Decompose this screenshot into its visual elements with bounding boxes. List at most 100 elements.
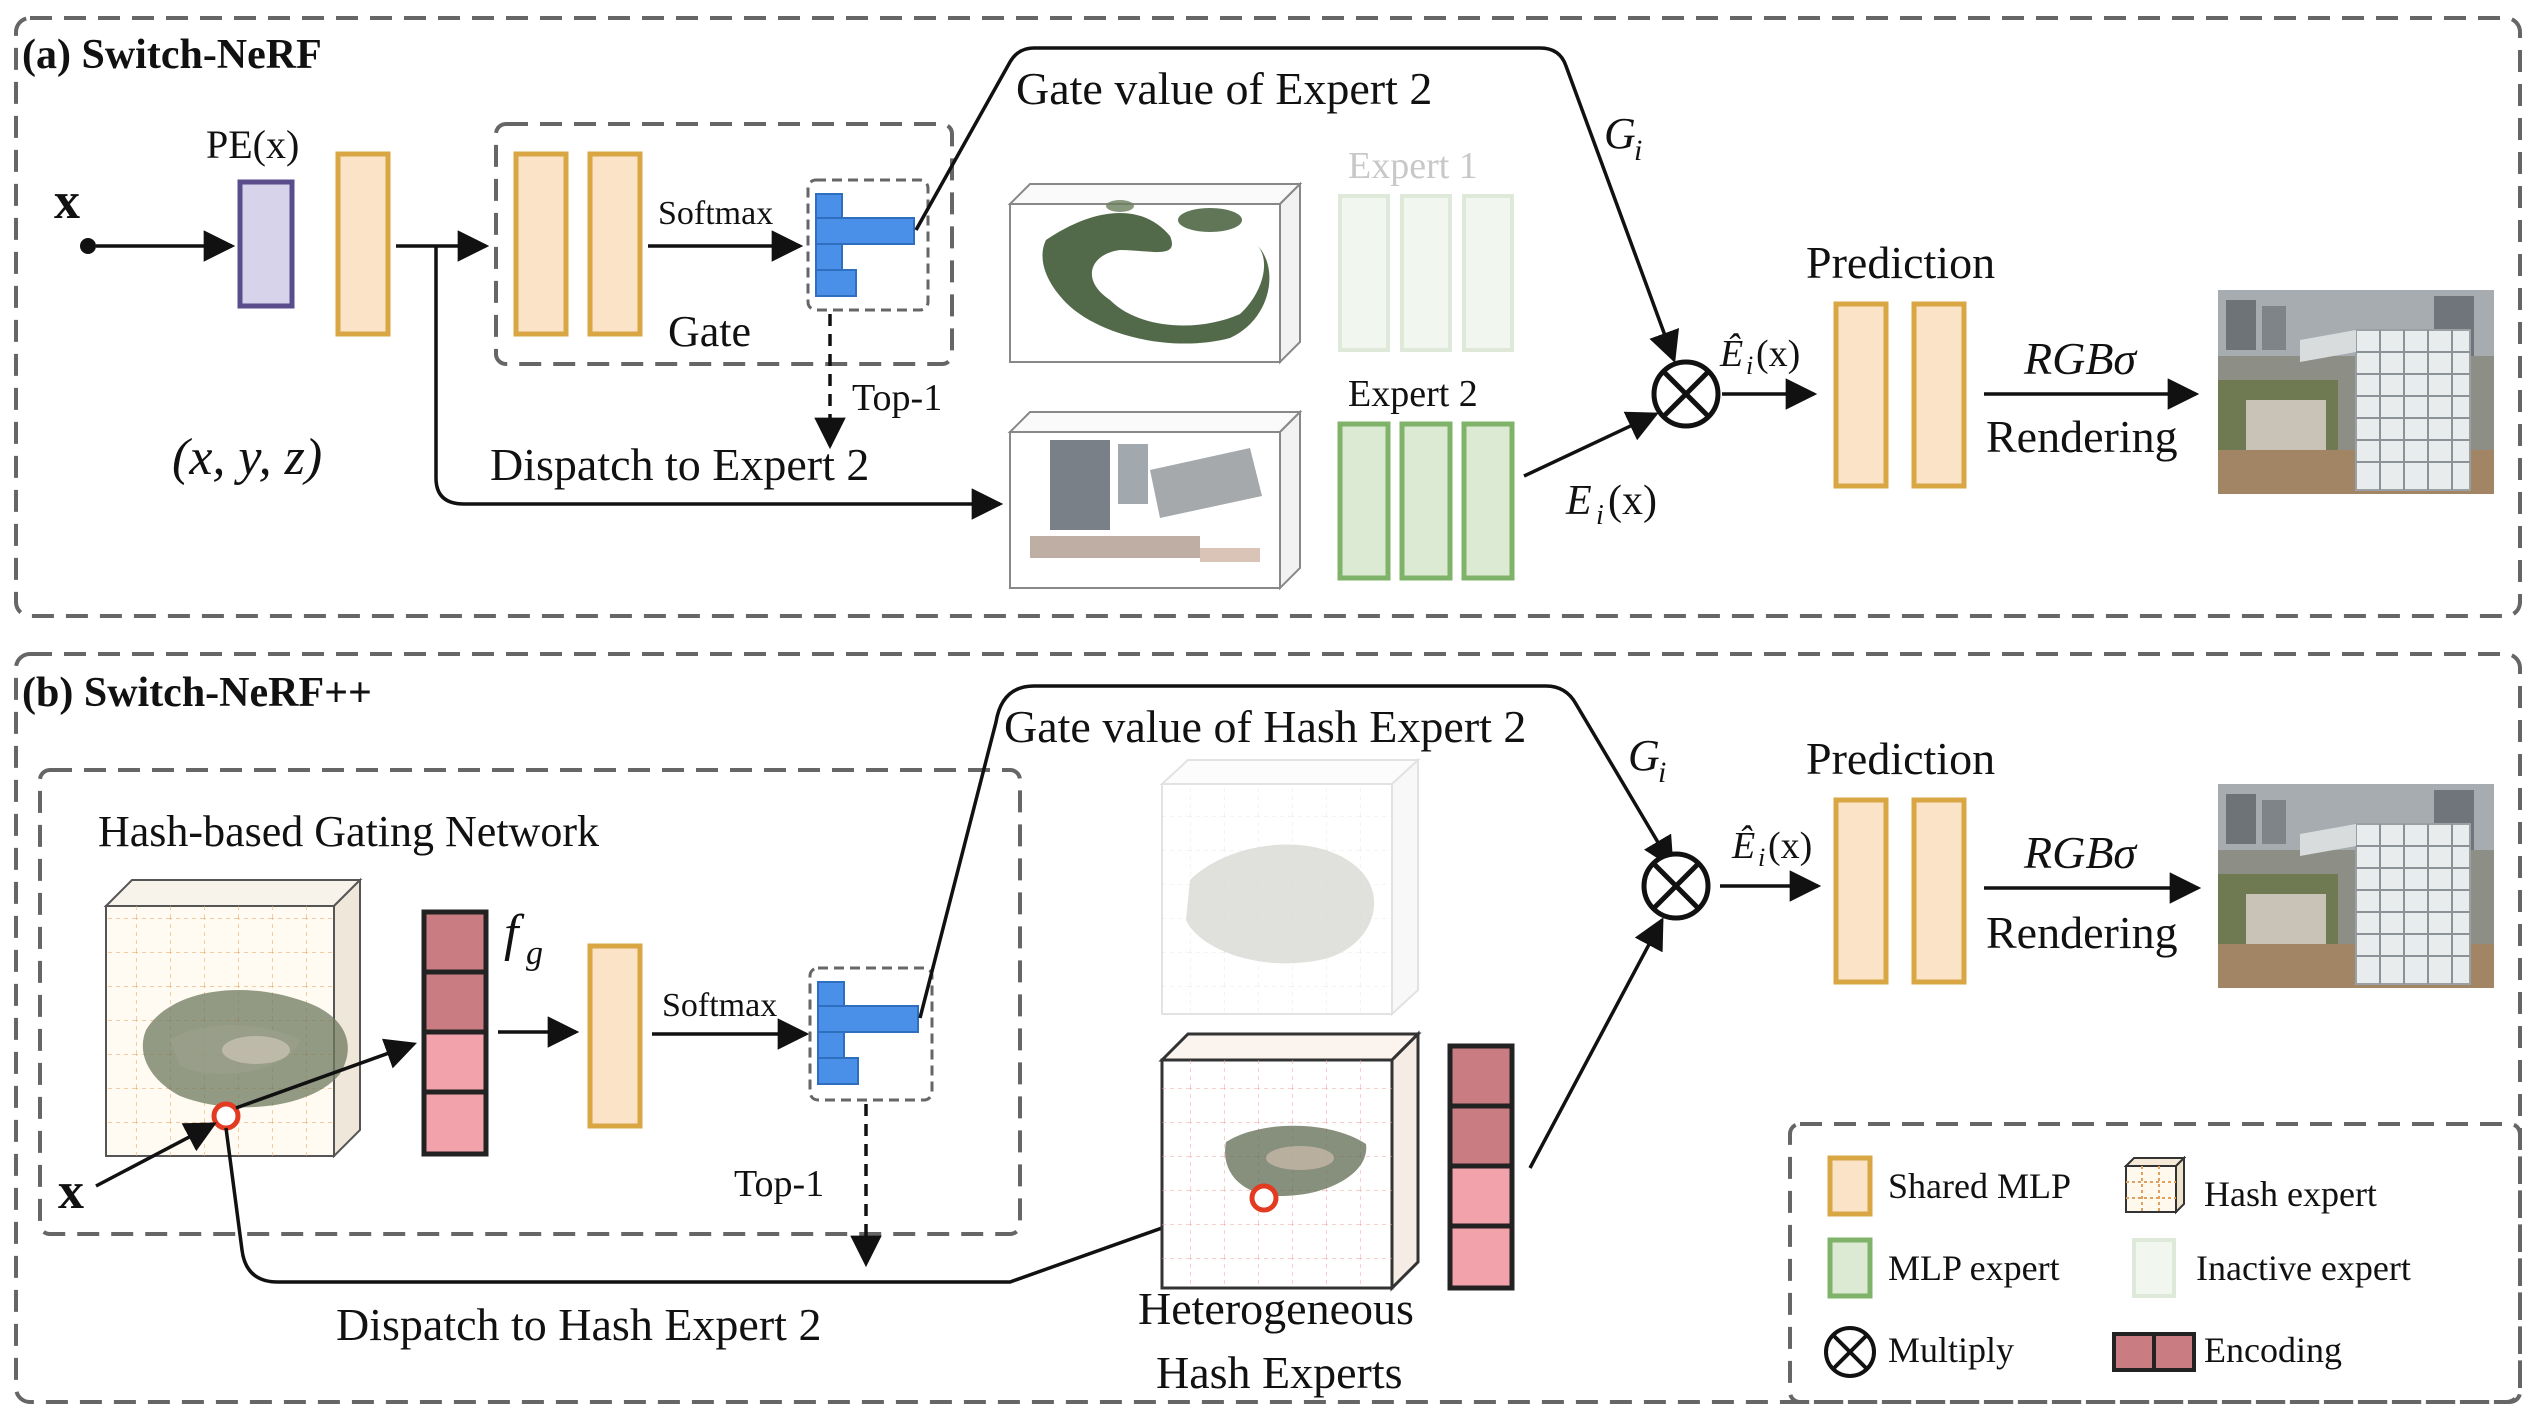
arrow-point-to-encoding [235,1038,417,1110]
top1-label-b: Top-1 [734,1163,824,1205]
gate-value-label-a: Gate value of Expert 2 [1016,63,1432,114]
legend-encoding-swatch [2112,1332,2196,1372]
expert2-label: Expert 2 [1348,373,1478,415]
dispatch-path-b [224,1127,1255,1284]
expert1-mlp-2 [1400,194,1452,352]
gate-mlp-2 [587,151,643,337]
inactive-hash-expert-cube [1159,757,1421,1017]
panel-b-border [14,652,2522,1404]
legend-shared-mlp-swatch [1827,1155,1873,1217]
panel-a-input-x: x [54,173,80,230]
gi-sub-a: i [1634,134,1642,167]
gate-dist-box-b [808,966,934,1102]
arrow-expert-to-multiply-a [1523,411,1659,478]
arrow-x-to-point [95,1122,217,1188]
gate-bars-a [815,193,915,297]
rendered-image-b [2218,784,2494,988]
coords-label: (x, y, z) [172,429,322,486]
dispatch-path-a [434,246,1004,520]
expert2-mlp-2 [1399,421,1453,581]
gate-box [494,122,954,366]
legend-shared-mlp-label: Shared MLP [1888,1166,2071,1206]
gate-bars-b [817,981,919,1085]
top1-label-a: Top-1 [852,377,942,419]
ehat-label-b: Ê i (x) [1731,825,1812,872]
gate-value-path-a [914,46,1680,363]
gi-sub-b: i [1658,756,1666,789]
fg-label: f g [504,905,543,972]
ehat-label-a: Ê i (x) [1719,333,1800,380]
gate-value-path-b [918,684,1674,1019]
expert2-point-cloud [1007,409,1303,591]
ei-label: E i (x) [1565,478,1657,531]
pred-mlp-a1 [1833,301,1889,489]
pred-mlp-a2 [1911,301,1967,489]
ei-sub: i [1596,500,1604,531]
fg-symbol: f [504,905,525,962]
ehat-symbol-b: Ê [1731,825,1755,867]
legend-inactive-expert-label: Inactive expert [2196,1248,2411,1288]
legend-hash-expert-icon [2123,1155,2187,1215]
panel-a-border [14,16,2522,618]
expert2-mlp-1 [1337,421,1391,581]
pred-mlp-b1 [1833,797,1889,985]
shared-mlp-block-a1 [335,151,391,337]
panel-b-input-x: x [58,1163,84,1220]
expert1-label: Expert 1 [1348,145,1478,187]
legend-inactive-expert-swatch [2132,1238,2176,1298]
panel-a-input-point [80,238,96,254]
legend-multiply-icon [1824,1326,1876,1378]
gi-symbol-b: G [1628,731,1660,780]
legend-hash-expert-label: Hash expert [2204,1174,2377,1214]
pe-block [237,179,295,309]
gating-mlp-b [587,943,643,1129]
hash-gating-box [38,768,1022,1236]
gate-value-label-b: Gate value of Hash Expert 2 [1004,701,1526,752]
rgb-sigma-a: RGBσ [2023,333,2138,384]
multiply-icon-b [1641,851,1711,921]
rendering-label-a: Rendering [1986,411,2178,462]
fg-sub: g [526,935,543,972]
gate-dist-box-a [806,178,930,312]
gi-symbol-a: G [1604,109,1636,158]
gate-label: Gate [668,307,751,356]
legend-mlp-expert-label: MLP expert [1888,1248,2060,1288]
ehat-symbol-a: Ê [1719,333,1743,375]
active-hash-expert-cube [1158,1030,1422,1292]
hetero-label-2: Hash Experts [1156,1347,1403,1398]
dispatch-label-a: Dispatch to Expert 2 [490,439,869,490]
expert1-mlp-3 [1462,194,1514,352]
softmax-label-b: Softmax [662,987,777,1024]
rendered-image-a [2218,290,2494,494]
expert2-mlp-3 [1461,421,1515,581]
multiply-icon-a [1651,359,1721,429]
ehat-arg-b: (x) [1768,825,1812,867]
gi-label-a: G i [1604,109,1642,167]
gate-mlp-1 [513,151,569,337]
legend-encoding-label: Encoding [2204,1330,2342,1370]
arrow-encoding-to-multiply-b [1528,917,1664,1169]
legend-box [1788,1122,2522,1404]
ehat-arg-a: (x) [1756,333,1800,375]
legend-mlp-expert-swatch [1827,1237,1873,1299]
ehat-sub-b: i [1758,843,1765,872]
expert1-mlp-1 [1338,194,1390,352]
rgb-sigma-b: RGBσ [2023,827,2138,878]
dispatch-label-b: Dispatch to Hash Expert 2 [336,1299,821,1350]
prediction-label-b: Prediction [1806,733,1995,784]
hash-gating-label: Hash-based Gating Network [98,807,599,856]
rendering-label-b: Rendering [1986,907,2178,958]
query-point-expert [1249,1183,1279,1213]
encoding-vector-expert [1447,1043,1515,1291]
pe-label: PE(x) [206,122,299,167]
panel-b-title: (b) Switch-NeRF++ [22,670,372,716]
legend-multiply-label: Multiply [1888,1330,2014,1370]
query-point-gating [211,1101,241,1131]
encoding-vector-gating [421,909,489,1157]
pred-mlp-b2 [1911,797,1967,985]
ehat-sub-a: i [1746,351,1753,380]
expert1-point-cloud [1007,181,1303,365]
softmax-label-a: Softmax [658,195,773,232]
hetero-label-1: Heterogeneous [1138,1283,1414,1334]
